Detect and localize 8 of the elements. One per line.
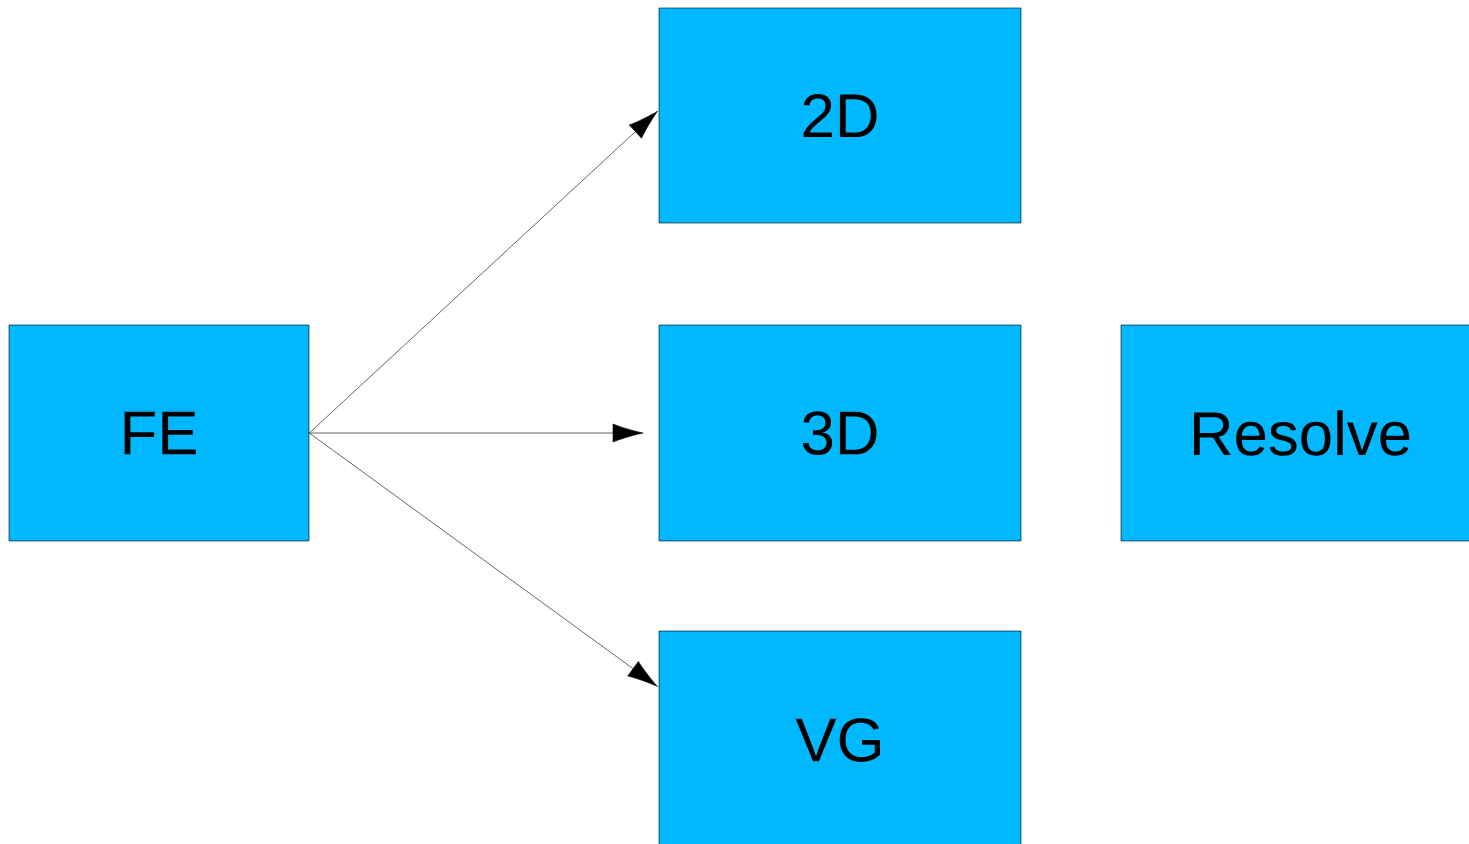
arrow <box>309 432 658 687</box>
process-box: FE <box>8 324 310 542</box>
process-box: Resolve <box>1120 324 1469 542</box>
process-box: 2D <box>658 7 1022 224</box>
process-box: VG <box>658 630 1022 844</box>
arrow <box>309 110 658 434</box>
arrow <box>309 423 644 443</box>
process-box: 3D <box>658 324 1022 542</box>
